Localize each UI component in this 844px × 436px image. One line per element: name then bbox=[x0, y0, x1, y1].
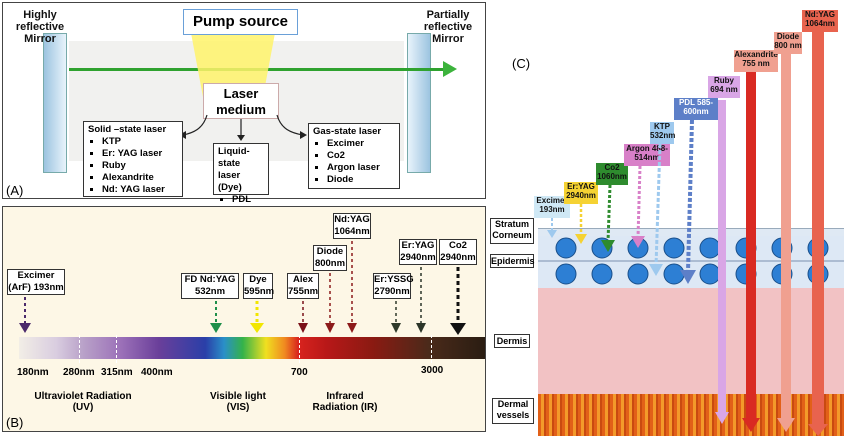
arrow-eryssg bbox=[391, 301, 401, 333]
bar-diode bbox=[781, 50, 791, 422]
tick-3000 bbox=[431, 335, 432, 363]
list-item: PDL bbox=[232, 194, 264, 206]
laser-tag-excimer: Excimer (ArF) 193nm bbox=[7, 269, 65, 295]
pump-source: Pump source bbox=[183, 9, 298, 35]
right-mirror-label: Partially reflective Mirror bbox=[423, 9, 473, 45]
laser-tag-eryag: Er:YAG 2940nm bbox=[399, 239, 437, 265]
arrow-co2 bbox=[450, 267, 466, 335]
laser-tag-co2: Co2 1060nm bbox=[596, 163, 628, 185]
list-item: Alexandrite bbox=[102, 172, 178, 184]
right-mirror bbox=[407, 33, 431, 173]
tick-700 bbox=[299, 335, 300, 363]
list-item: Diode bbox=[327, 174, 395, 186]
region-ir: Infrared Radiation (IR) bbox=[312, 391, 378, 413]
arrow-diode bbox=[777, 418, 795, 432]
dermis-layer bbox=[538, 288, 844, 394]
arrow-diode bbox=[325, 273, 335, 333]
arrow-eryag bbox=[416, 267, 426, 333]
laser-tag-eryag: Er:YAG 2940nm bbox=[564, 182, 598, 204]
laser-tag-excimer: Excimer 193nm bbox=[534, 196, 570, 218]
arrow-excimer bbox=[547, 218, 557, 238]
list-item: Co2 bbox=[327, 150, 395, 162]
tick-label: 700 bbox=[291, 367, 308, 378]
panel-a: Highly reflective Mirror Partially refle… bbox=[2, 2, 486, 205]
beam-arrow bbox=[443, 61, 457, 77]
layer-label-dermal-vessels: Dermal vessels bbox=[492, 398, 534, 424]
list-item: Ruby bbox=[102, 160, 178, 172]
left-mirror-label: Highly reflective Mirror bbox=[15, 9, 65, 45]
epidermis-layer bbox=[538, 236, 844, 288]
arrow-co2 bbox=[601, 184, 615, 252]
liquid-state-title: Liquid-state laser (Dye) bbox=[218, 146, 250, 193]
laser-tag-argon: Argon 488-514nm bbox=[624, 144, 670, 166]
laser-tag-co2: Co2 2940nm bbox=[439, 239, 477, 265]
panel-a-label: (A) bbox=[6, 183, 24, 198]
laser-tag-alexandrite: Alexandrite 755 nm bbox=[734, 50, 778, 72]
panel-c-label: (C) bbox=[512, 56, 531, 71]
spectrum-bar bbox=[19, 337, 485, 359]
list-item: Argon laser bbox=[327, 162, 395, 174]
region-vis: Visible light (VIS) bbox=[210, 391, 266, 413]
liquid-state-list: Liquid-state laser (Dye) PDL bbox=[213, 143, 269, 205]
pump-glow bbox=[191, 33, 275, 97]
layer-label-stratum-corneum: Stratum Corneum bbox=[490, 218, 534, 244]
tick-280 bbox=[79, 335, 80, 363]
laser-tag-eryssg: Er:YSSG 2790nm bbox=[373, 273, 414, 299]
laser-tag-ruby: Ruby 694 nm bbox=[708, 76, 740, 98]
list-item: KTP bbox=[102, 136, 178, 148]
dermal-vessels-layer bbox=[538, 394, 844, 436]
laser-tag-ndyag: Nd:YAG 1064nm bbox=[333, 213, 371, 239]
tick-label: 315nm bbox=[101, 367, 133, 378]
tick-label: 400nm bbox=[141, 367, 173, 378]
laser-tag-alex: Alex 755nm bbox=[287, 273, 319, 299]
arrow-excimer bbox=[19, 297, 31, 333]
tick-label: 180nm bbox=[17, 367, 49, 378]
layer-label-dermis: Dermis bbox=[494, 334, 530, 348]
arrow-pdl bbox=[680, 119, 696, 284]
arrow-ruby bbox=[715, 412, 729, 424]
left-mirror bbox=[43, 33, 67, 173]
arrow-ndyag bbox=[347, 241, 357, 333]
bar-ruby bbox=[718, 100, 726, 416]
laser-tag-ktp: KTP 532nm bbox=[650, 122, 675, 144]
panel-c: (C) Stratum Corneum Epidermis Dermis Der… bbox=[490, 0, 844, 436]
arrow-dye bbox=[250, 301, 264, 333]
panel-b: 180nm 280nm 315nm 400nm 700 3000 Ultravi… bbox=[2, 206, 486, 432]
gas-state-title: Gas-state laser bbox=[313, 126, 382, 137]
bar-ndyag bbox=[812, 28, 824, 428]
panel-b-label: (B) bbox=[6, 415, 24, 430]
region-uv: Ultraviolet Radiation (UV) bbox=[34, 391, 132, 413]
list-item: Er: YAG laser bbox=[102, 148, 178, 160]
medium-arrows bbox=[179, 114, 307, 141]
list-item: Nd: YAG laser bbox=[102, 184, 178, 196]
spectrum-arrows bbox=[19, 241, 466, 335]
laser-tag-fd-ndyag: FD Nd:YAG 532nm bbox=[181, 273, 239, 299]
laser-tag-diode: Diode 800nm bbox=[313, 245, 347, 271]
arrow-argon bbox=[631, 165, 645, 248]
tick-315 bbox=[116, 335, 117, 363]
arrow-alexandrite bbox=[742, 418, 760, 432]
arrow-ndyag bbox=[808, 424, 828, 436]
bar-alexandrite bbox=[746, 70, 756, 422]
laser-tag-diode: Diode 800 nm bbox=[774, 32, 802, 54]
list-item: Excimer bbox=[327, 138, 395, 150]
laser-tag-dye: Dye 595nm bbox=[243, 273, 275, 299]
tick-label: 3000 bbox=[421, 365, 444, 376]
laser-tag-ndyag: Nd:YAG 1064nm bbox=[802, 10, 838, 32]
arrow-ktp bbox=[649, 143, 663, 276]
solid-state-title: Solid –state laser bbox=[88, 124, 167, 135]
laser-medium: Laser medium bbox=[203, 83, 279, 119]
tick-label: 280nm bbox=[63, 367, 95, 378]
arrow-eryag bbox=[575, 204, 587, 244]
arrow-alex bbox=[298, 301, 308, 333]
gas-state-list: Gas-state laser Excimer Co2 Argon laser … bbox=[308, 123, 400, 189]
laser-tag-pdl: PDL 585-600nm bbox=[674, 98, 718, 120]
arrow-fd-ndyag bbox=[210, 301, 222, 333]
penetration-arrows bbox=[547, 119, 828, 436]
solid-state-list: Solid –state laser KTP Er: YAG laser Rub… bbox=[83, 121, 183, 197]
layer-label-epidermis: Epidermis bbox=[490, 254, 535, 268]
